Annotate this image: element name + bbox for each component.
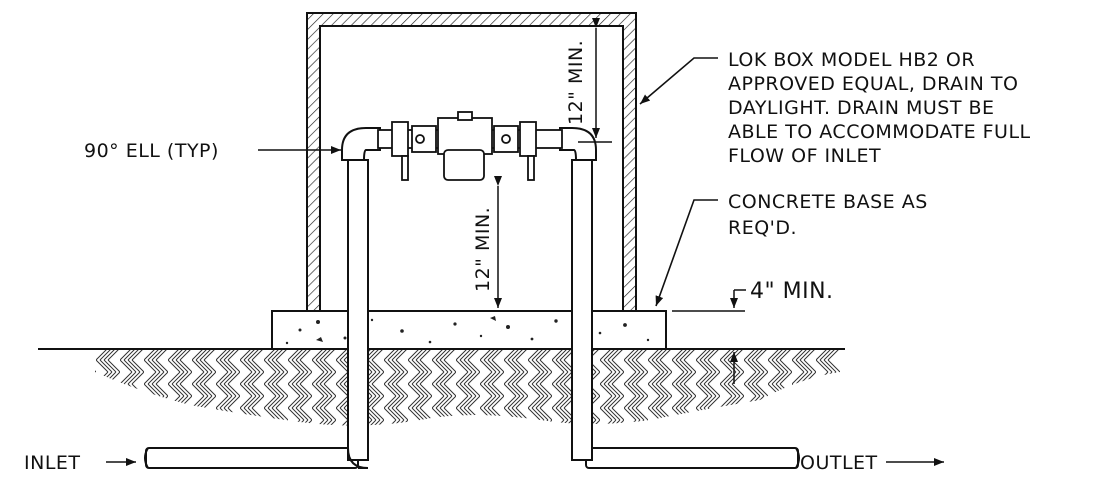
dim-top-clearance [578,18,612,143]
inlet-pipe [144,447,359,469]
outlet-label: OUTLET [800,452,878,474]
dim-base-depth [672,289,746,384]
ell-label: 90° ELL (TYP) [84,140,219,162]
svg-text:CONCRETE BASE AS: CONCRETE BASE AS [728,191,928,213]
box-callout: LOK BOX MODEL HB2 OR APPROVED EQUAL, DRA… [728,49,1031,167]
svg-text:FLOW OF INLET: FLOW OF INLET [728,145,881,167]
backflow-assembly [377,111,563,181]
svg-text:ABLE TO ACCOMMODATE FULL: ABLE TO ACCOMMODATE FULL [728,121,1031,143]
svg-text:REQ'D.: REQ'D. [728,217,797,239]
outlet-riser [559,127,597,461]
inlet-label: INLET [24,452,81,474]
dim-bottom-label: 12" MIN. [472,207,494,292]
svg-text:DAYLIGHT. DRAIN MUST BE: DAYLIGHT. DRAIN MUST BE [728,97,995,119]
dim-top-label: 12" MIN. [565,40,587,125]
dim-base-label: 4" MIN. [750,279,834,304]
svg-text:APPROVED EQUAL, DRAIN TO: APPROVED EQUAL, DRAIN TO [728,73,1018,95]
svg-text:LOK BOX MODEL HB2 OR: LOK BOX MODEL HB2 OR [728,49,975,71]
base-callout: CONCRETE BASE AS REQ'D. [728,191,928,239]
lok-box-enclosure [306,12,637,312]
leaders [106,57,944,466]
outlet-pipe [585,447,800,469]
inlet-riser [341,127,381,469]
ground [38,348,845,426]
concrete-base [271,310,667,350]
